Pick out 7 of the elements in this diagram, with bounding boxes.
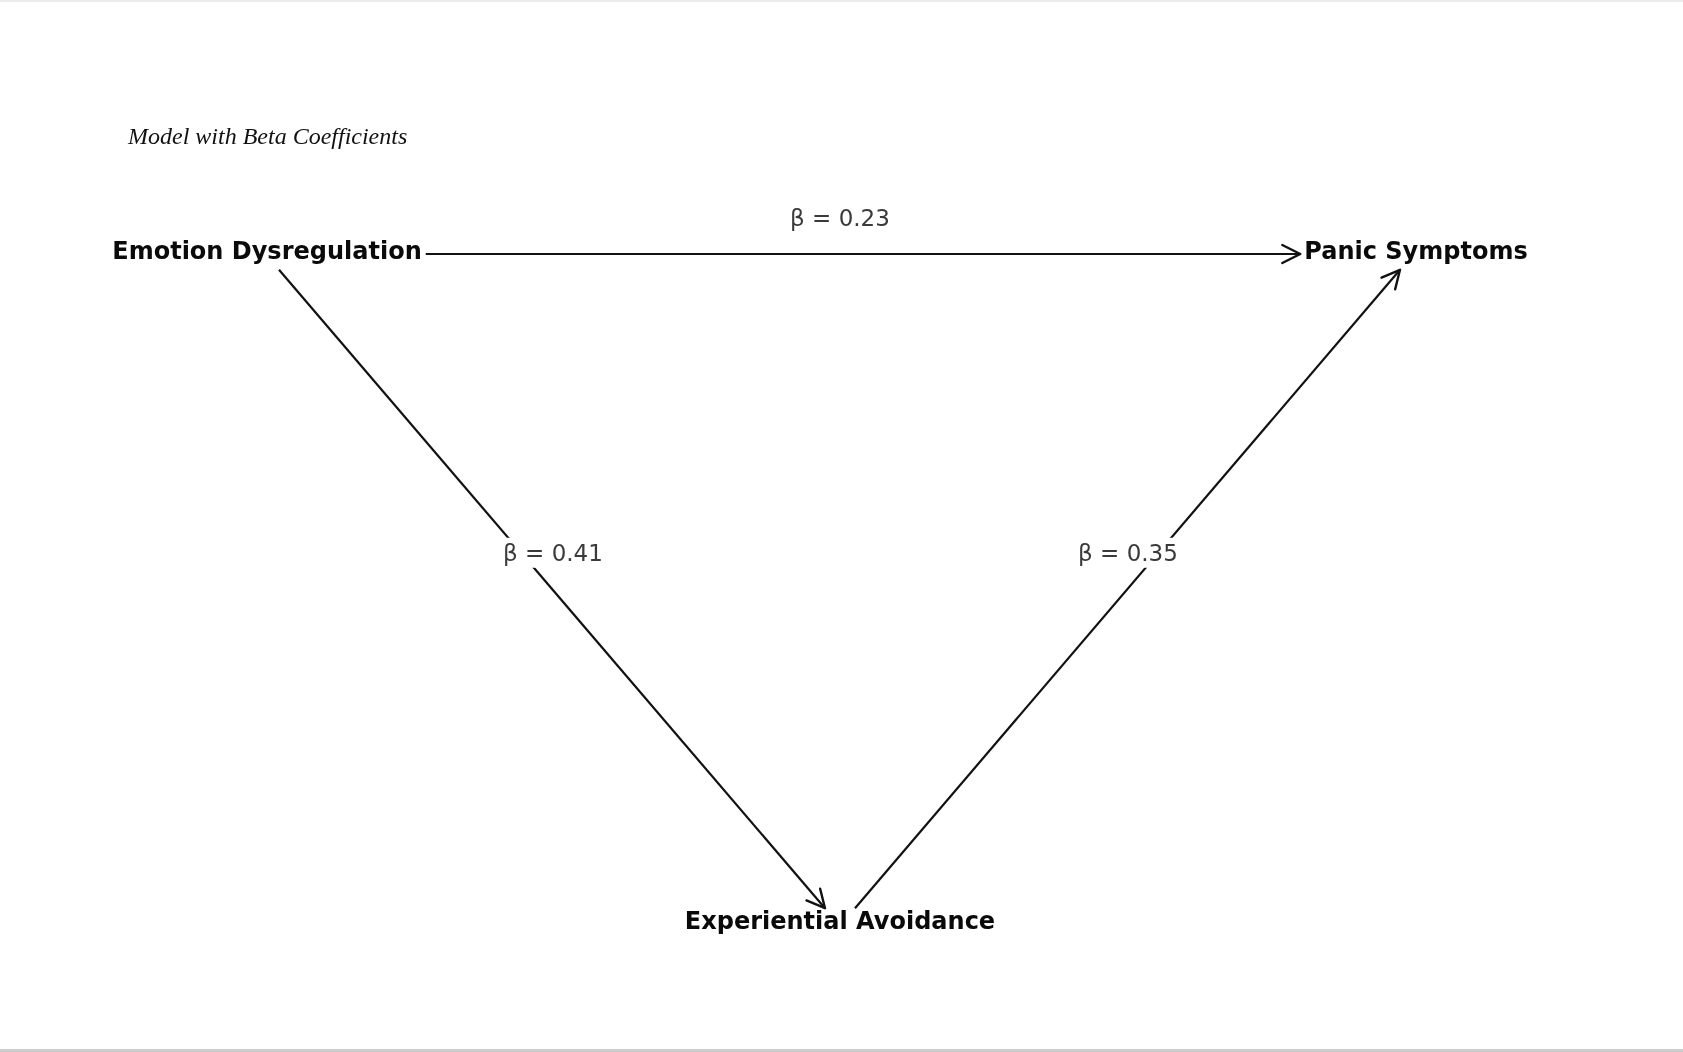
diagram-title: Model with Beta Coefficients — [128, 123, 408, 151]
variable-label: Panic Symptoms — [1300, 236, 1532, 268]
variable-label: Experiential Avoidance — [680, 906, 1000, 938]
arrow — [854, 268, 1402, 909]
arrow — [278, 269, 827, 910]
variable-label: Emotion Dysregulation — [108, 236, 426, 268]
arrow — [425, 243, 1302, 265]
